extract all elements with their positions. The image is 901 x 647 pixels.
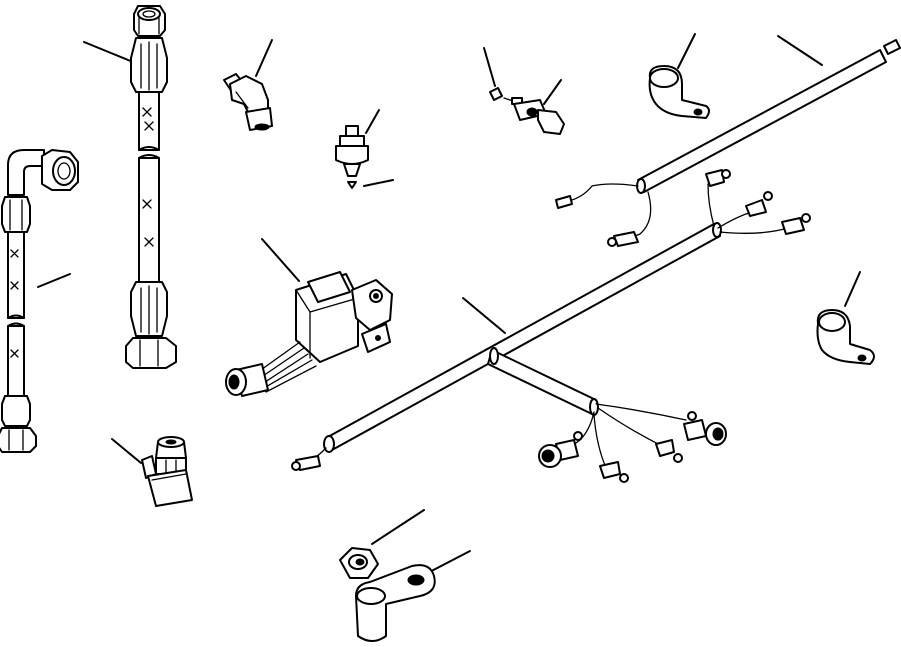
pressure-switch bbox=[335, 125, 369, 189]
pressure-switch-hex bbox=[339, 135, 365, 147]
pressure-switch-tip bbox=[347, 181, 357, 189]
leader-line-nut bbox=[371, 509, 425, 545]
hose-body-upper bbox=[138, 91, 160, 151]
clamp-right-opening bbox=[818, 312, 846, 332]
hose-body-lower bbox=[138, 157, 160, 283]
hose-braid-lower bbox=[142, 199, 154, 247]
hose-break-upper bbox=[138, 146, 160, 151]
elbow-upper-ferrule bbox=[1, 196, 31, 233]
harness-wire-upper-left bbox=[571, 183, 639, 201]
harness-connector-right-up bbox=[705, 169, 725, 187]
leader-line-clamp-right bbox=[844, 271, 861, 307]
harness-ring-terminal-2 bbox=[745, 199, 767, 217]
relay-module-box bbox=[295, 273, 359, 363]
leader-line-harness-upper bbox=[777, 35, 823, 66]
pressure-switch-terminal bbox=[345, 125, 359, 137]
clamp-upper-hole bbox=[693, 108, 703, 116]
leader-line-harness-main bbox=[462, 297, 506, 334]
leader-line-straight-hose bbox=[83, 41, 134, 63]
elbow-hose-braid-upper bbox=[10, 249, 19, 290]
hose-clamp-upper bbox=[648, 65, 710, 119]
harness-ring-terminal-5 bbox=[599, 461, 621, 479]
elbow-nut-face bbox=[52, 156, 76, 186]
straight-hydraulic-hose bbox=[125, 5, 177, 369]
elbow-fitting bbox=[223, 73, 273, 131]
leader-line-temperature-sender bbox=[543, 79, 562, 105]
clamp-right-hole bbox=[857, 354, 867, 362]
pressure-switch-thread bbox=[343, 163, 361, 177]
leader-line-elbow-hose bbox=[37, 273, 71, 288]
temperature-sender bbox=[489, 87, 565, 135]
elbow-hose-body-upper bbox=[7, 231, 25, 319]
relay-module-top bbox=[307, 271, 351, 303]
harness-wire-upper-down bbox=[629, 191, 652, 239]
mounting-bracket-loop bbox=[356, 587, 386, 605]
hose-top-nut-bore bbox=[142, 10, 156, 18]
leader-line-relay-module bbox=[261, 238, 300, 282]
harness-connector-upper-left bbox=[555, 195, 573, 209]
leader-line-switch-tip bbox=[363, 179, 394, 187]
elbow-hydraulic-hose bbox=[0, 149, 79, 453]
harness-ring-terminal-3 bbox=[781, 217, 805, 235]
hose-braid-upper bbox=[142, 107, 154, 131]
harness-wire-right-up bbox=[707, 177, 715, 227]
pressure-switch-body bbox=[335, 145, 369, 165]
leader-line-elbow-fitting bbox=[255, 39, 273, 77]
relay-module bbox=[225, 271, 393, 397]
leader-lines bbox=[37, 33, 861, 579]
elbow-lower-nut bbox=[0, 427, 37, 453]
harness-ring-terminal-4 bbox=[655, 439, 675, 457]
hose-bottom-nut bbox=[125, 337, 177, 369]
elbow-nut-bore bbox=[57, 162, 71, 180]
clamp-upper-opening bbox=[649, 68, 679, 88]
harness-upper-tip bbox=[883, 39, 901, 55]
leader-line-swivel-adapter bbox=[111, 438, 142, 464]
sender-gasket bbox=[526, 107, 538, 117]
leader-line-clamp-upper bbox=[677, 33, 696, 69]
leader-line-pressure-switch bbox=[365, 109, 380, 134]
harness-main-tube-end bbox=[323, 435, 335, 453]
harness-plug-right bbox=[683, 419, 707, 441]
sender-hex bbox=[537, 109, 565, 135]
hose-clamp-right bbox=[816, 309, 875, 365]
elbow-fitting-thread bbox=[254, 123, 270, 131]
relay-module-wires bbox=[257, 341, 317, 393]
mounting-bracket-nut bbox=[339, 547, 436, 642]
engine-wiring-harness bbox=[291, 39, 901, 483]
swivel-adapter-block bbox=[147, 469, 193, 507]
elbow-lower-ferrule bbox=[1, 395, 31, 427]
hose-top-nut-face bbox=[137, 7, 161, 21]
elbow-hose-body-lower bbox=[7, 325, 25, 397]
sender-contact-tip bbox=[489, 87, 503, 101]
leader-line-sensor-tip bbox=[483, 47, 496, 87]
mounting-bracket-slot bbox=[407, 574, 425, 586]
swivel-adapter bbox=[141, 436, 193, 507]
